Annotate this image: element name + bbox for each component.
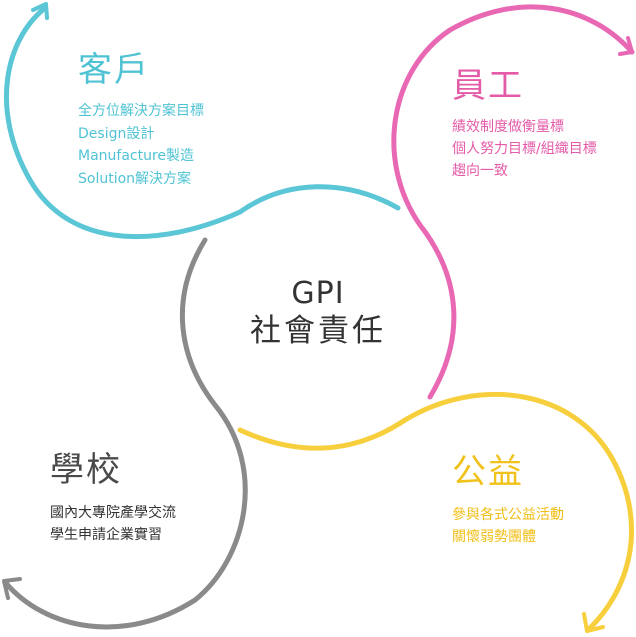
customer-arrowhead-icon: [31, 2, 49, 20]
center-line-2: 社會責任: [250, 313, 386, 349]
customer-block: 客戶 全方位解決方案目標 Design設計 Manufacture製造 Solu…: [78, 50, 204, 190]
school-item: 國內大專院產學交流: [50, 505, 176, 521]
employee-arrowhead-icon: [618, 36, 634, 56]
school-title: 學校: [50, 450, 122, 490]
school-arrowhead-icon: [2, 577, 22, 600]
school-block: 學校 國內大專院產學交流 學生申請企業實習: [50, 450, 176, 546]
customer-title: 客戶: [78, 50, 150, 90]
center-label: GPI 社會責任: [238, 276, 398, 350]
welfare-block: 公益 參與各式公益活動 關懷弱勢團體: [452, 452, 564, 548]
welfare-item: 關懷弱勢團體: [452, 529, 536, 545]
customer-item: Design設計: [78, 125, 155, 142]
school-item: 學生申請企業實習: [50, 527, 162, 543]
center-line-1: GPI: [291, 276, 345, 311]
customer-item: 全方位解決方案目標: [78, 103, 204, 119]
employee-block: 員工 績效制度做衡量標 個人努力目標/組織目標 趨向一致: [452, 66, 597, 182]
employee-item: 個人努力目標/組織目標: [452, 141, 597, 157]
welfare-arrowhead-icon: [582, 612, 605, 633]
employee-arc: [391, 4, 635, 400]
welfare-arc: [237, 392, 634, 633]
customer-item: Solution解決方案: [78, 170, 192, 187]
employee-item: 績效制度做衡量標: [452, 119, 564, 135]
welfare-item: 參與各式公益活動: [452, 507, 564, 523]
customer-arc: [3, 5, 401, 240]
employee-item: 趨向一致: [452, 163, 508, 179]
welfare-title: 公益: [452, 452, 524, 492]
employee-title: 員工: [452, 66, 524, 106]
customer-item: Manufacture製造: [78, 148, 195, 164]
school-arc: [2, 237, 248, 630]
